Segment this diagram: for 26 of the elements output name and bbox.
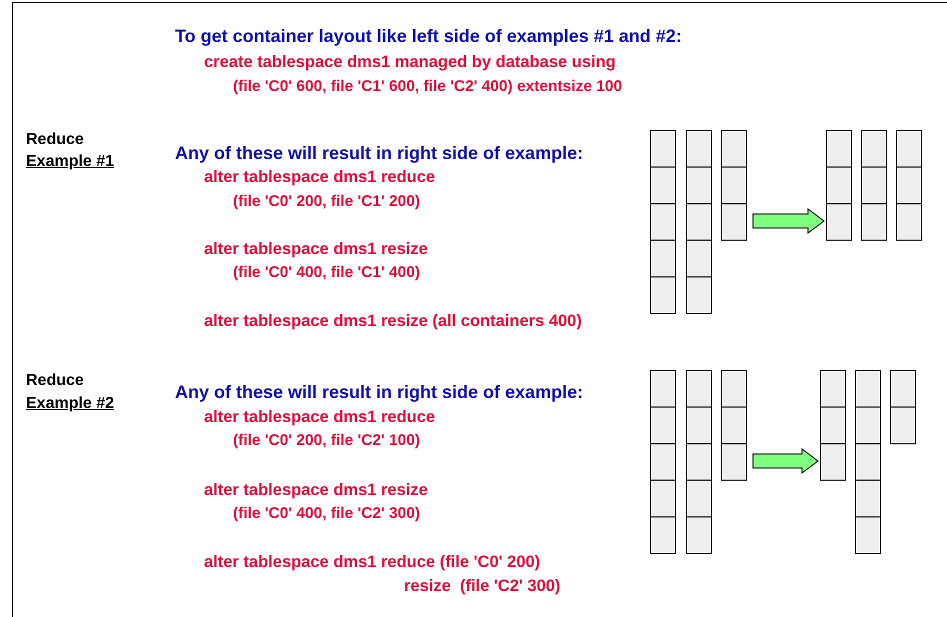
command-text: (file 'C0' 200, file 'C2' 100) xyxy=(233,432,420,450)
command-text: (file 'C0' 400, file 'C1' 400) xyxy=(233,264,420,282)
example-label: Example #2 xyxy=(26,395,114,414)
command-text: alter tablespace dms1 reduce xyxy=(204,168,436,187)
command-text: alter tablespace dms1 resize (all containers 400) xyxy=(204,312,582,331)
section-label: Reduce xyxy=(26,372,84,390)
container-columns-drawing xyxy=(820,370,916,554)
heading-text: Any of these will result in right side of example: xyxy=(175,143,584,164)
heading-text: Any of these will result in right side of example: xyxy=(175,382,584,403)
block-arrow xyxy=(752,448,819,474)
heading-text: To get container layout like left side of examples #1 and #2: xyxy=(175,26,682,47)
command-text: alter tablespace dms1 reduce (file 'C0' 200) xyxy=(204,553,540,572)
block-arrow xyxy=(752,208,825,234)
command-text: (file 'C0' 200, file 'C1' 200) xyxy=(233,193,420,211)
section-label: Reduce xyxy=(26,131,84,150)
container-columns-drawing xyxy=(650,370,747,554)
container-columns-drawing xyxy=(826,130,922,241)
command-text: (file 'C0' 600, file 'C1' 600, file 'C2' 400) extentsize 100 xyxy=(233,78,622,96)
command-text: create tablespace dms1 managed by database using xyxy=(204,53,616,72)
command-text: alter tablespace dms1 resize xyxy=(204,240,428,259)
example-label: Example #1 xyxy=(26,153,114,172)
command-text: alter tablespace dms1 resize xyxy=(204,481,428,500)
command-text: (file 'C0' 400, file 'C2' 300) xyxy=(233,505,420,523)
command-text: alter tablespace dms1 reduce xyxy=(204,408,436,427)
container-columns-drawing xyxy=(650,130,747,314)
command-text: resize (file 'C2' 300) xyxy=(404,577,560,596)
